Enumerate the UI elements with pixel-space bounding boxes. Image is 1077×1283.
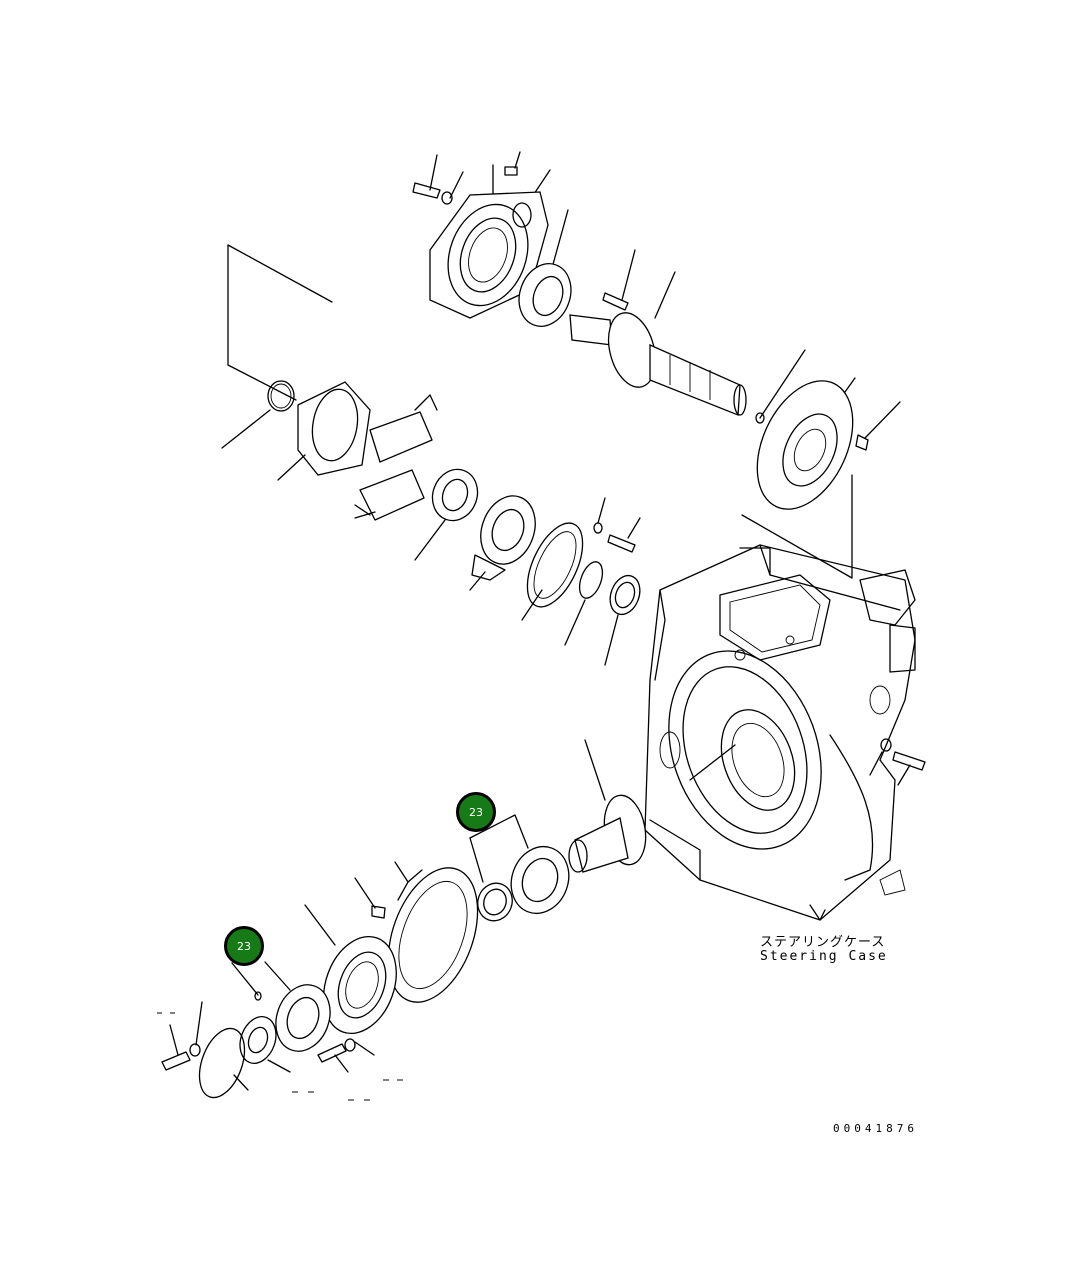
callout-23-upper[interactable]: 23 bbox=[456, 792, 496, 832]
case-leader-line bbox=[689, 744, 736, 781]
upper-assembly bbox=[412, 151, 901, 510]
callout-23-lower[interactable]: 23 bbox=[224, 926, 264, 966]
middle-assembly bbox=[221, 244, 853, 666]
steering-case-label-en: Steering Case bbox=[760, 949, 888, 964]
drawing-number: 00041876 bbox=[833, 1122, 918, 1135]
lower-assembly bbox=[157, 739, 647, 1101]
callout-label: 23 bbox=[237, 939, 251, 953]
steering-case-housing bbox=[644, 544, 916, 921]
callout-label: 23 bbox=[469, 805, 483, 819]
side-bolt bbox=[869, 738, 926, 786]
steering-case-label-jp: ステアリングケース bbox=[760, 935, 886, 950]
